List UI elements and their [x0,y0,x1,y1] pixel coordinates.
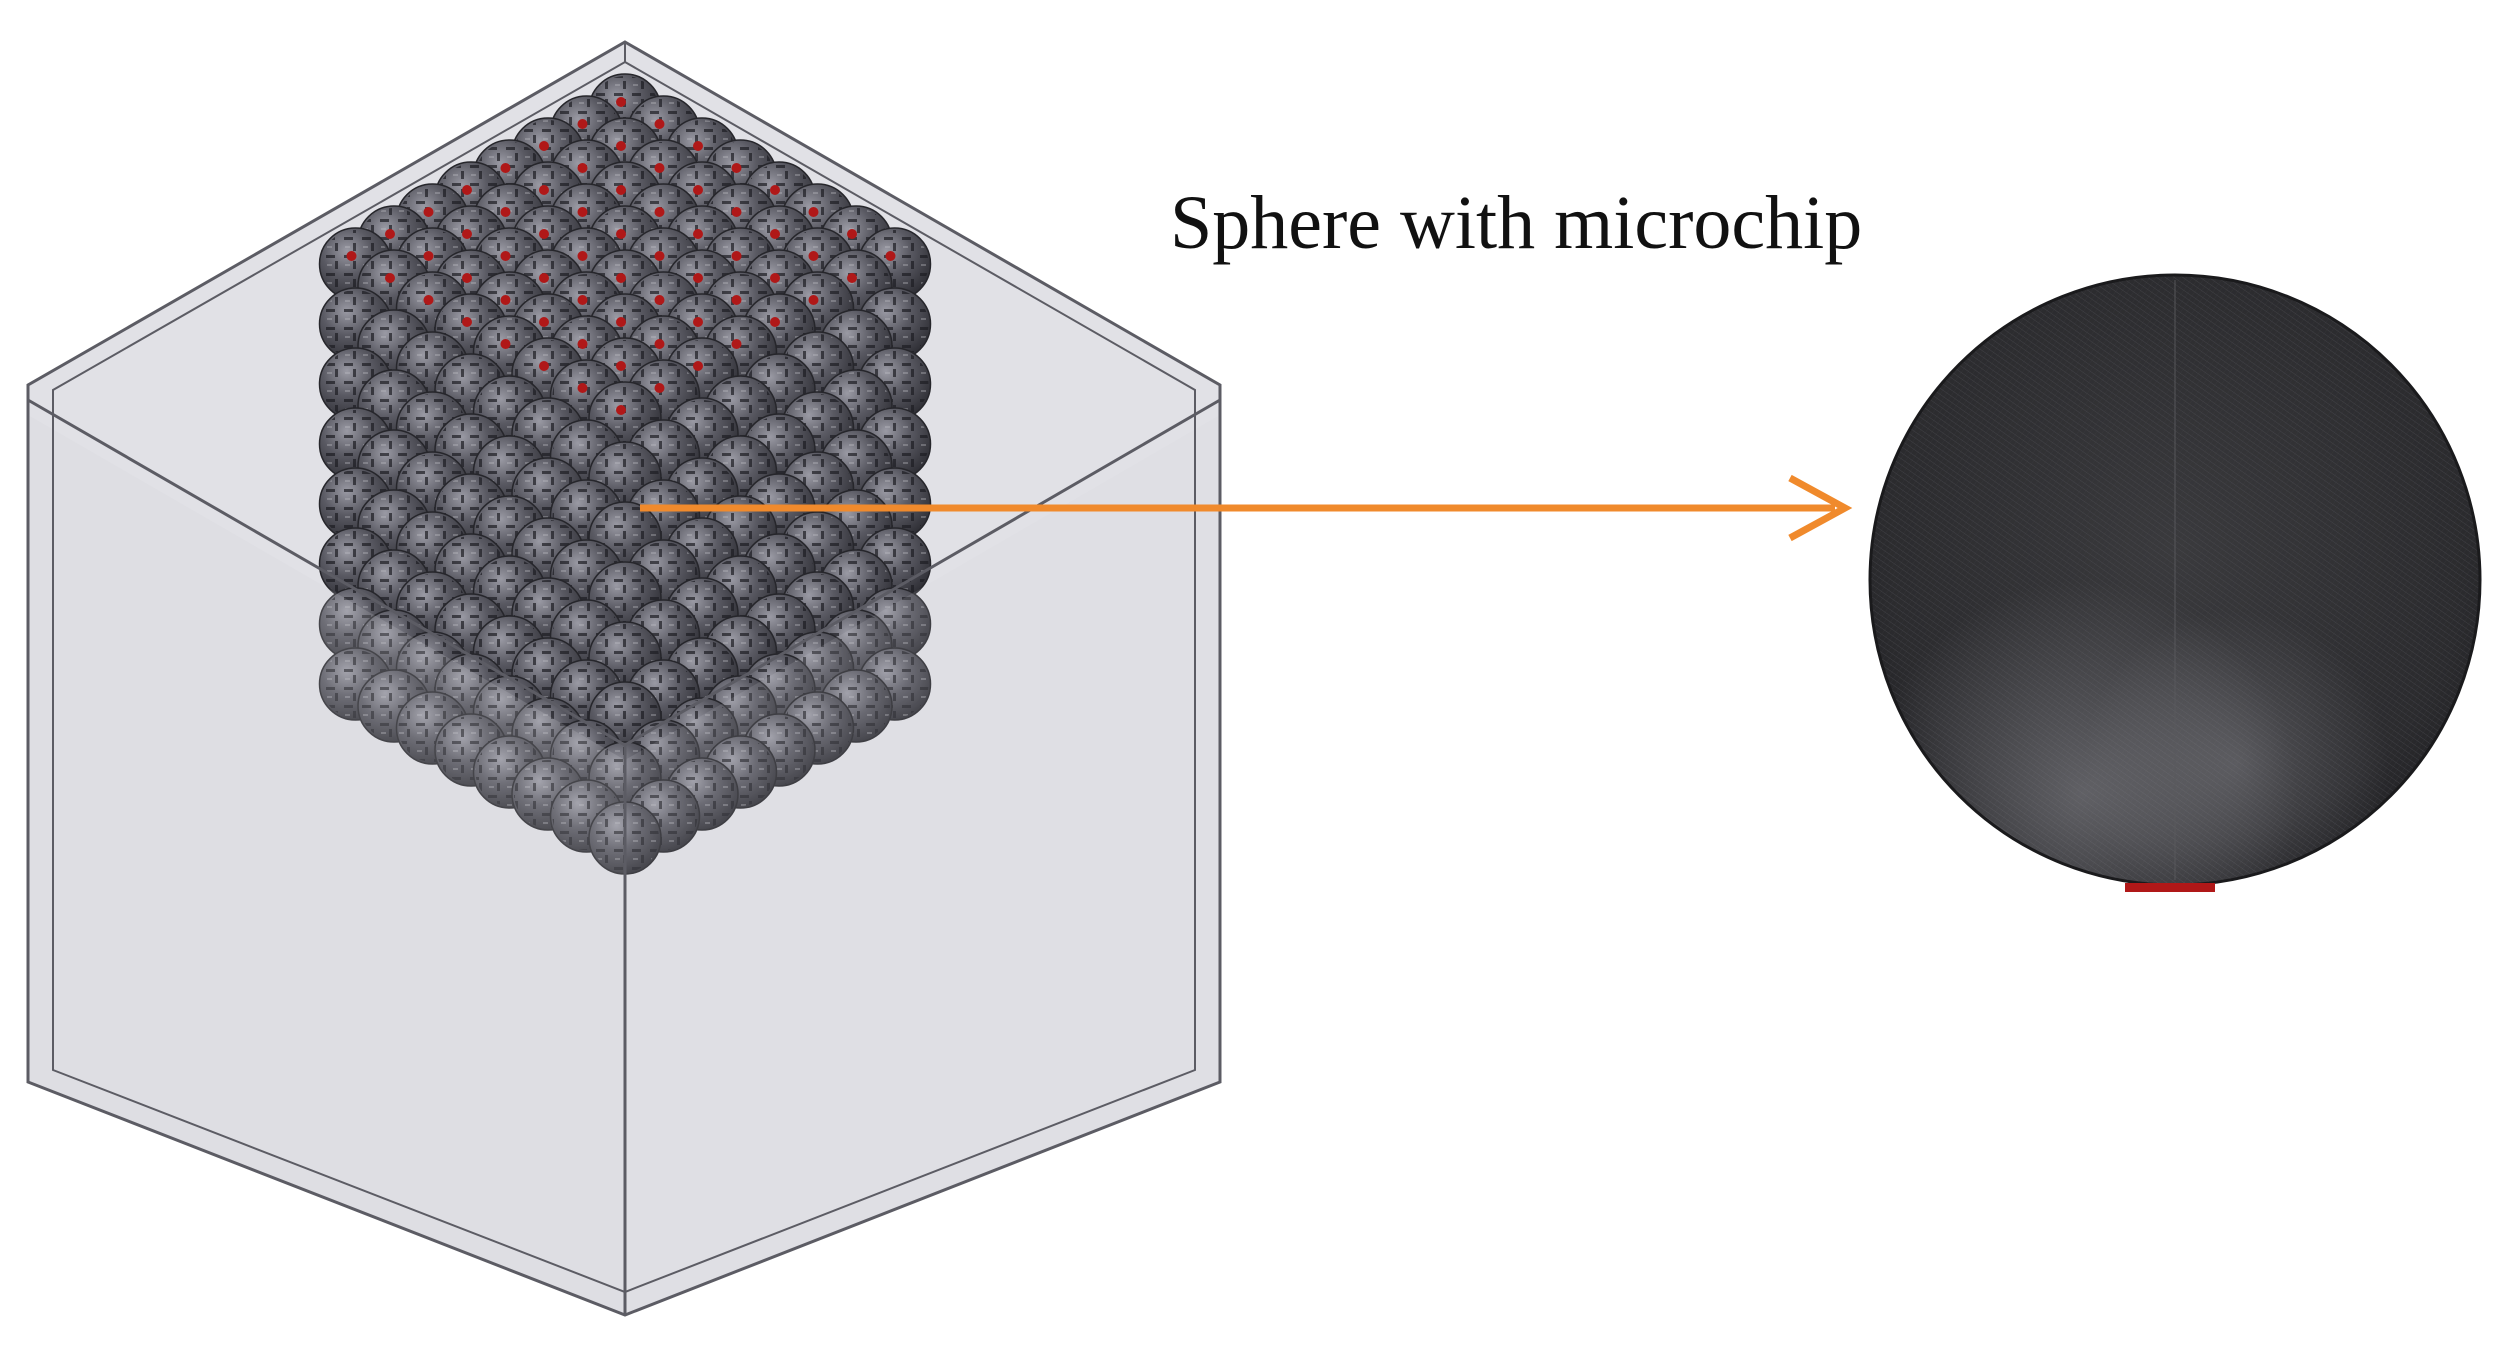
microchip-dot [539,185,549,195]
microchip-dot [616,405,626,415]
microchip-dot [693,273,703,283]
microchip-dot [539,229,549,239]
microchip-dot [770,185,780,195]
microchip-dot [616,361,626,371]
microchip-dot [808,295,819,305]
microchip-dot [577,251,588,261]
microchip-dot [423,295,434,305]
microchip-dot [847,229,857,239]
microchip-dot [654,383,665,393]
microchip-dot [731,251,742,261]
microchip-dot [654,339,665,349]
microchip-dot [693,185,703,195]
microchip-dot [654,119,665,129]
sphere-with-chip-icon [1868,273,2482,892]
microchip-dot [693,229,703,239]
microchip-dot [731,163,742,173]
microchip-dot [654,207,665,217]
microchip-dot [654,163,665,173]
microchip-dot [885,251,896,261]
microchip-dot [847,273,857,283]
microchip-dot [462,273,472,283]
microchip-dot [616,273,626,283]
microchip-dot [577,163,588,173]
sphere-lattice-cube [26,40,1222,1317]
microchip-dot [577,207,588,217]
box-right-tint [625,415,1220,1315]
microchip-dot [577,383,588,393]
microchip-dot [770,317,780,327]
microchip-dot [654,295,665,305]
microchip-dot [500,339,511,349]
microchip-dot [462,229,472,239]
microchip-dot [500,207,511,217]
microchip-dot [693,317,703,327]
microchip-dot [500,251,511,261]
box-front-tint [28,415,625,1315]
microchip-dot [346,251,357,261]
microchip [2125,883,2215,892]
microchip-dot [462,317,472,327]
sphere-layer [318,73,932,875]
microchip-dot [462,185,472,195]
microchip-dot [616,229,626,239]
microchip-dot [577,339,588,349]
microchip-dot [731,295,742,305]
microchip-dot [577,119,588,129]
microchip-dot [423,207,434,217]
microchip-dot [500,163,511,173]
microchip-dot [808,207,819,217]
box-edges [26,40,1222,1317]
arrow-right-icon [640,474,1853,542]
microchip-dot [693,361,703,371]
microchip-dot [385,229,395,239]
microchip-dot [654,251,665,261]
sphere-with-microchip-label: Sphere with microchip [1170,181,1863,265]
microchip-dot [731,339,742,349]
microchip-dot [423,251,434,261]
microchip-dot [539,317,549,327]
microchip-dot [539,141,549,151]
microchip-dot [616,185,626,195]
microchip-dot [616,141,626,151]
microchip-dot [577,295,588,305]
microchip-dot [385,273,395,283]
microchip-dot [539,273,549,283]
microchip-dot [616,317,626,327]
microchip-dot [770,273,780,283]
microchip-dot [500,295,511,305]
microchip-dot [539,361,549,371]
microchip-dot [693,141,703,151]
microchip-dot [616,97,626,107]
microchip-dot [808,251,819,261]
microchip-dot [770,229,780,239]
microchip-dot [731,207,742,217]
